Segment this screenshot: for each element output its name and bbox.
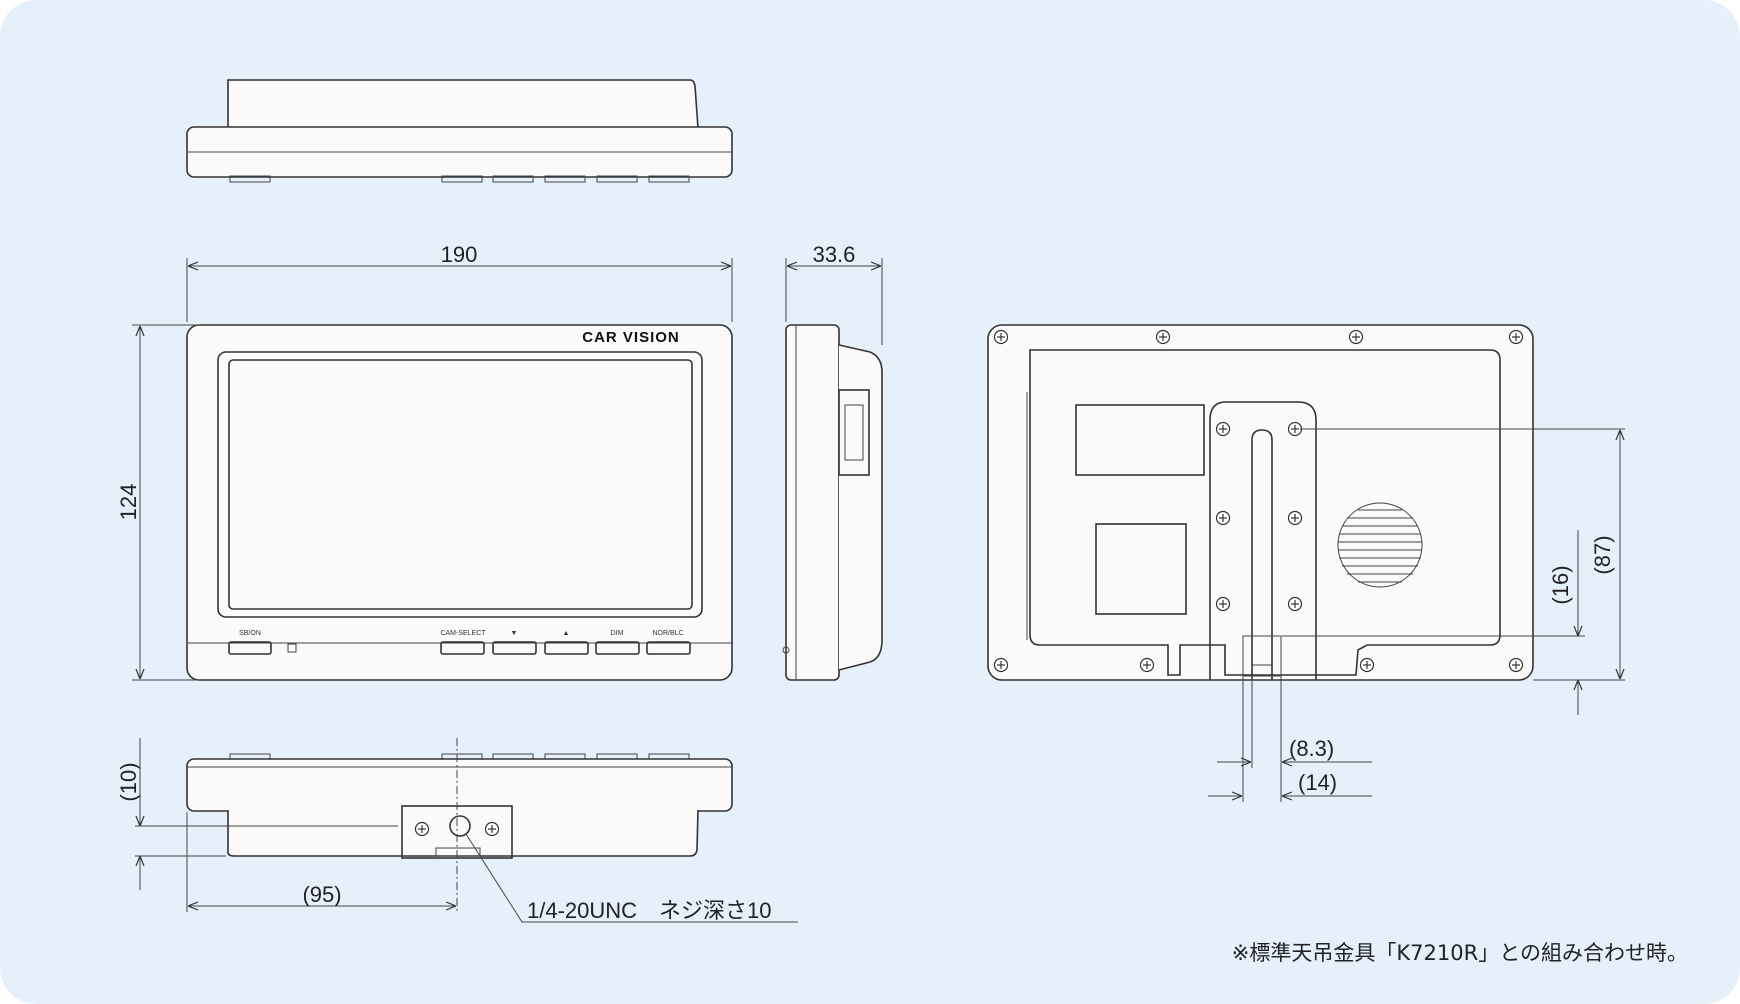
rear-8-3-dimension: (8.3) [1289,736,1334,761]
screen-frame [217,351,703,618]
down-label: ▼ [511,630,518,637]
cam-select-button[interactable] [440,641,485,655]
cam-select-label: CAM-SELECT [440,630,486,637]
down-button[interactable] [492,641,537,655]
bottom-offset-dimension: (10) [116,762,141,801]
bracket-plate [1209,401,1317,680]
front-view: CAR VISION SB/ON CAM-SELECT ▼ ▲ DIM NOR/… [116,242,733,681]
tripod-hole [449,815,471,837]
side-connector [838,389,870,476]
top-view [186,79,733,183]
sb-on-button[interactable] [228,641,272,655]
rear-view: (87) (16) (8.3) (14) [987,324,1625,802]
mount-center-dimension: (95) [302,882,341,907]
rear-recess [1029,349,1501,676]
top-button-stub [229,175,271,183]
depth-dimension: 33.6 [813,242,856,267]
footnote: ※標準天吊金具「K7210R」との組み合わせ時。 [1232,941,1688,965]
thread-leader-line [465,833,798,923]
brand-logo: CAR VISION [582,329,680,346]
sb-on-label: SB/ON [239,630,261,637]
nor-blc-button[interactable] [646,641,691,655]
up-button[interactable] [544,641,589,655]
dim-label: DIM [611,630,624,637]
thread-callout: 1/4-20UNC ネジ深さ10 [527,898,772,923]
width-dimension: 190 [441,242,478,267]
side-bezel [785,324,840,681]
rear-label-area [1075,404,1205,476]
rear-87-dimension: (87) [1590,535,1615,574]
side-view: 33.6 [782,242,883,681]
side-housing [838,344,883,671]
front-bezel [186,324,733,681]
rear-14-dimension: (14) [1298,770,1337,795]
rear-nameplate [1095,523,1187,615]
up-label: ▲ [563,630,570,637]
led-indicator [287,643,297,653]
dim-button[interactable] [595,641,640,655]
top-view-housing [227,79,699,129]
bottom-view: (10) (95) 1/4-20UNC ネジ深さ10 [116,738,798,923]
bracket-slot [1251,429,1273,680]
rear-16-dimension: (16) [1548,565,1573,604]
rear-housing [987,324,1534,681]
nor-blc-label: NOR/BLC [652,630,683,637]
speaker-grille [1337,502,1423,588]
screen [228,359,693,610]
height-dimension: 124 [116,484,141,521]
